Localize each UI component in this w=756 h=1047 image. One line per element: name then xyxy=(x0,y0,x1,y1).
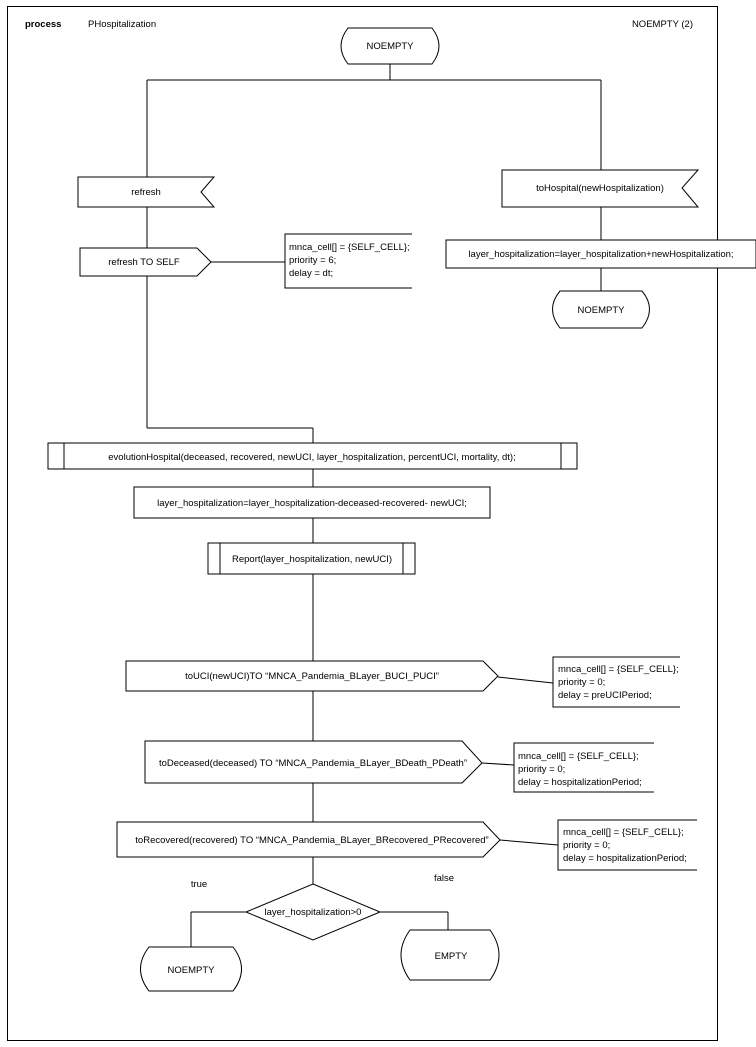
state-noempty-right: NOEMPTY xyxy=(552,290,650,329)
decision-true-label: true xyxy=(191,879,207,890)
comment-recovered: mnca_cell[] = {SELF_CELL}; priority = 0;… xyxy=(557,819,697,871)
comment-refresh: mnca_cell[] = {SELF_CELL}; priority = 6;… xyxy=(284,233,412,289)
comment-uci-line-3: delay = preUCIPeriod; xyxy=(558,690,652,701)
state-noempty-right-label: NOEMPTY xyxy=(578,305,626,316)
state-final-empty: EMPTY xyxy=(400,929,500,981)
output-to-recovered-label: toRecovered(recovered) TO “MNCA_Pandemia… xyxy=(135,835,488,846)
output-signal-to-recovered: toRecovered(recovered) TO “MNCA_Pandemia… xyxy=(116,821,501,858)
comment-uci-line-1: mnca_cell[] = {SELF_CELL}; xyxy=(558,664,679,675)
page-frame xyxy=(7,6,718,1041)
output-to-deceased-label: toDeceased(deceased) TO “MNCA_Pandemia_B… xyxy=(159,758,467,769)
state-final-noempty: NOEMPTY xyxy=(140,946,242,992)
input-signal-to-hospital: toHospital(newHospitalization) xyxy=(501,169,700,208)
task-subtract-hospitalization: layer_hospitalization=layer_hospitalizat… xyxy=(133,486,491,519)
comment-deceased: mnca_cell[] = {SELF_CELL}; priority = 0;… xyxy=(513,742,654,793)
output-refresh-self-label: refresh TO SELF xyxy=(108,257,180,268)
task-add-hospitalization: layer_hospitalization=layer_hospitalizat… xyxy=(445,239,756,269)
header-keyword: process xyxy=(25,19,61,30)
input-refresh-label: refresh xyxy=(131,187,161,198)
comment-uci-line-2: priority = 0; xyxy=(558,677,605,688)
task-subtract-label: layer_hospitalization=layer_hospitalizat… xyxy=(157,498,467,509)
state-final-noempty-label: NOEMPTY xyxy=(168,965,216,976)
header-page-label: NOEMPTY (2) xyxy=(632,19,693,30)
output-to-uci-label: toUCI(newUCI)TO “MNCA_Pandemia_BLayer_BU… xyxy=(185,671,439,682)
comment-deceased-line-2: priority = 0; xyxy=(518,764,565,775)
procedure-report-label: Report(layer_hospitalization, newUCI) xyxy=(232,554,392,565)
output-signal-refresh-self: refresh TO SELF xyxy=(79,247,212,277)
input-signal-refresh: refresh xyxy=(77,176,216,208)
comment-recovered-line-1: mnca_cell[] = {SELF_CELL}; xyxy=(563,827,684,838)
state-start-noempty: NOEMPTY xyxy=(340,27,440,65)
input-to-hospital-label: toHospital(newHospitalization) xyxy=(536,183,664,194)
state-final-empty-label: EMPTY xyxy=(435,951,468,962)
comment-recovered-line-2: priority = 0; xyxy=(563,840,610,851)
decision-false-label: false xyxy=(434,873,454,884)
header-process-name: PHospitalization xyxy=(88,19,156,30)
decision-condition-label: layer_hospitalization>0 xyxy=(265,907,362,918)
decision-layer-hospitalization: layer_hospitalization>0 xyxy=(244,883,382,941)
procedure-evolution-label: evolutionHospital(deceased, recovered, n… xyxy=(108,452,515,463)
flow-lines xyxy=(146,64,602,947)
comment-deceased-line-1: mnca_cell[] = {SELF_CELL}; xyxy=(518,751,639,762)
task-add-hospitalization-label: layer_hospitalization=layer_hospitalizat… xyxy=(468,249,733,260)
procedure-call-report: Report(layer_hospitalization, newUCI) xyxy=(207,542,416,575)
comment-uci: mnca_cell[] = {SELF_CELL}; priority = 0;… xyxy=(552,656,680,708)
comment-refresh-line-2: priority = 6; xyxy=(289,255,336,266)
procedure-call-evolution-hospital: evolutionHospital(deceased, recovered, n… xyxy=(47,442,578,470)
comment-deceased-line-3: delay = hospitalizationPeriod; xyxy=(518,777,642,788)
output-signal-to-deceased: toDeceased(deceased) TO “MNCA_Pandemia_B… xyxy=(144,740,483,784)
state-start-label: NOEMPTY xyxy=(367,41,415,52)
comment-refresh-line-3: delay = dt; xyxy=(289,268,333,279)
comment-refresh-line-1: mnca_cell[] = {SELF_CELL}; xyxy=(289,242,410,253)
comment-recovered-line-3: delay = hospitalizationPeriod; xyxy=(563,853,687,864)
output-signal-to-uci: toUCI(newUCI)TO “MNCA_Pandemia_BLayer_BU… xyxy=(125,660,499,692)
